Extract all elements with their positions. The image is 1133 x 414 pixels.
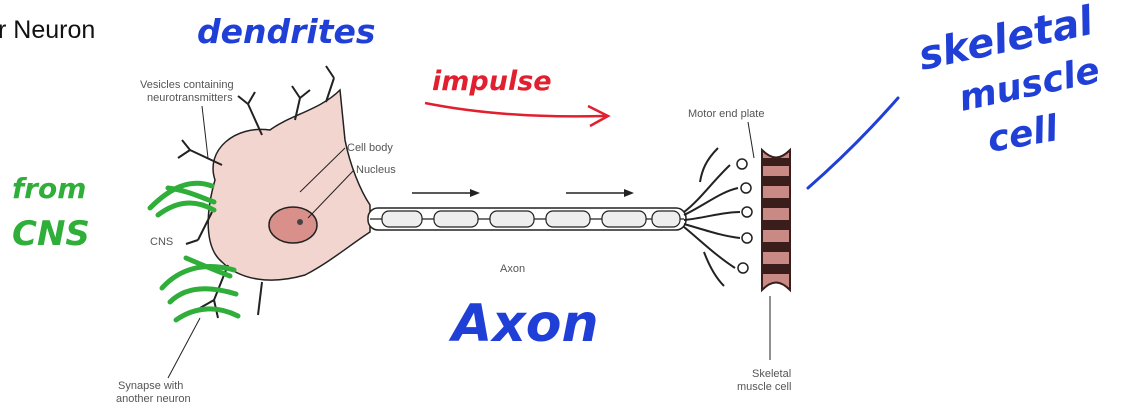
- label-axon: Axon: [500, 263, 525, 275]
- label-nucleus: Nucleus: [356, 164, 396, 176]
- impulse-direction-arrows: [412, 189, 634, 197]
- leader-vesicles: [202, 106, 208, 158]
- label-cell-body: Cell body: [347, 142, 393, 154]
- nucleus-shape: [269, 207, 317, 243]
- annotation-impulse: impulse: [432, 66, 552, 97]
- label-skeletal-line2: muscle cell: [737, 381, 791, 393]
- axon-myelin-sheath: [368, 208, 686, 230]
- label-motor-end-plate: Motor end plate: [688, 108, 764, 120]
- annotation-from: from: [12, 172, 86, 205]
- label-vesicles-line1: Vesicles containing: [140, 79, 234, 91]
- label-synapse-line2: another neuron: [116, 393, 191, 405]
- nucleolus-dot: [297, 219, 303, 225]
- axon-terminal-branches: [684, 148, 752, 286]
- annotation-axon: Axon: [448, 294, 599, 354]
- annotation-skeletal-muscle-cell: skeletal muscle cell: [915, 0, 1104, 161]
- label-skeletal-line1: Skeletal: [752, 368, 791, 380]
- annotation-cns: CNS: [12, 214, 90, 254]
- annotation-pointer-line: [808, 98, 898, 188]
- diagram-title: r Neuron: [0, 16, 95, 44]
- annotation-dendrites: dendrites: [197, 12, 376, 51]
- label-vesicles-line2: neurotransmitters: [147, 92, 233, 104]
- impulse-arrow-shaft: [425, 103, 605, 116]
- label-cns: CNS: [150, 236, 173, 248]
- leader-synapse: [168, 318, 200, 378]
- label-synapse-line1: Synapse with: [118, 380, 183, 392]
- leader-motor-end-plate: [748, 122, 754, 158]
- annotation-cell: cell: [984, 108, 1061, 161]
- skeletal-muscle-cell: [762, 150, 790, 290]
